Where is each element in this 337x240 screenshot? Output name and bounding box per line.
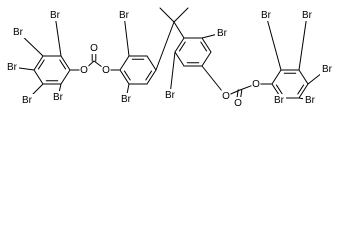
bromine-atom-label-4: Br <box>22 95 33 106</box>
bromine-atom-label-8: Br <box>165 90 176 101</box>
bromine-atom-label-9: Br <box>217 28 228 39</box>
bridge-bond-right <box>173 21 185 39</box>
right-pentabromophenyl-ring-bond-3 <box>298 69 309 85</box>
left-dibromophenylene-ring-bond-1 <box>119 55 130 71</box>
right-pentabromophenyl-ring-bond-6-inner <box>275 84 283 95</box>
left-dibromophenylene-ring-bond-4-inner <box>145 70 153 81</box>
bromine-atom-label-6-background <box>117 9 131 21</box>
bromine-atom-label-13-background <box>303 94 317 106</box>
left-dibromophenylene-ring-bond-6-inner <box>123 70 131 81</box>
bromine-atom-label-12-background <box>320 63 334 75</box>
bromine-atom-label-8-background <box>163 89 177 101</box>
bromine-atom-label-2: Br <box>13 27 24 38</box>
bromine-atom-label-3: Br <box>7 62 18 73</box>
bromine-atom-label-13: Br <box>305 95 316 106</box>
bromine-atom-label-1-background <box>48 9 62 21</box>
bromine-atom-label-10: Br <box>261 10 272 21</box>
left-pentabromophenyl-ring-bond-1 <box>60 55 71 71</box>
carbon-bromine-bond-10 <box>265 14 282 71</box>
methyl-bond-1 <box>159 7 175 23</box>
bromine-atom-label-11: Br <box>302 10 313 21</box>
left-dibromophenylene-ring-bond-4 <box>146 69 157 85</box>
oxygen-atom-label-1-background <box>79 64 89 76</box>
right-dibromophenylene-ring-bond-4 <box>201 51 212 67</box>
bromine-atom-label-6: Br <box>119 10 130 21</box>
oxygen-atom-label-3-background <box>101 64 111 76</box>
bromine-atom-label-11-background <box>300 9 314 21</box>
bromine-atom-label-2-background <box>11 26 25 38</box>
carbon-bromine-bond-11 <box>298 14 308 71</box>
bromine-atom-label-14: Br <box>274 95 285 106</box>
carbon-bromine-bond-1 <box>54 14 62 57</box>
oxygen-atom-label-2-background <box>89 42 99 54</box>
left-dibromophenylene-ring-bond-3 <box>146 55 157 71</box>
bromine-atom-label-10-background <box>259 9 273 21</box>
oxygen-atom-label-6-background <box>251 78 261 90</box>
bond-layer <box>11 7 328 104</box>
left-pentabromophenyl-ring-bond-3-inner <box>37 59 45 70</box>
oxygen-atom-label-4: O <box>222 91 230 102</box>
left-pentabromophenyl-ring-bond-1-inner <box>59 59 67 70</box>
methyl-bond-2 <box>173 7 189 23</box>
bromine-atom-label-14-background <box>272 94 286 106</box>
bromine-atom-label-7: Br <box>121 94 132 105</box>
left-pentabromophenyl-ring-bond-3 <box>33 55 44 71</box>
left-pentabromophenyl-ring-bond-4 <box>33 69 44 85</box>
oxygen-atom-label-5-background <box>233 97 243 109</box>
oxygen-atom-label-3: O <box>102 65 110 76</box>
oxygen-atom-label-6: O <box>252 79 260 90</box>
oxygen-atom-label-4-background <box>221 90 231 102</box>
bromine-atom-label-5: Br <box>53 92 64 103</box>
right-dibromophenylene-ring-bond-5-inner <box>200 41 208 52</box>
bromine-atom-label-4-background <box>20 94 34 106</box>
right-dibromophenylene-ring-bond-2 <box>174 51 185 67</box>
oxygen-atom-label-2: O <box>90 43 98 54</box>
right-pentabromophenyl-ring-bond-4-inner <box>297 84 305 95</box>
right-dibromophenylene-ring-bond-5 <box>201 37 212 53</box>
right-dibromophenylene-ring-bond-1-inner <box>178 41 186 52</box>
bromine-atom-label-12: Br <box>322 64 333 75</box>
oxygen-atom-label-1: O <box>80 65 88 76</box>
bromine-atom-label-3-background <box>5 61 19 73</box>
left-pentabromophenyl-ring-bond-6 <box>60 69 71 85</box>
carbon-bromine-bond-6 <box>123 14 130 57</box>
bromine-atom-label-9-background <box>215 27 229 39</box>
left-dibromophenylene-ring-bond-6 <box>119 69 130 85</box>
right-dibromophenylene-ring-bond-1 <box>174 37 185 53</box>
bridge-bond-left <box>155 21 175 71</box>
oxygen-atom-label-5: O <box>234 98 242 109</box>
bromine-atom-label-5-background <box>51 91 65 103</box>
carbon-bromine-bond-8 <box>169 51 176 96</box>
right-pentabromophenyl-ring-bond-4 <box>298 83 309 99</box>
bromine-atom-label-1: Br <box>50 10 61 21</box>
bromine-atom-label-7-background <box>119 93 133 105</box>
right-pentabromophenyl-ring-bond-1 <box>271 69 282 85</box>
